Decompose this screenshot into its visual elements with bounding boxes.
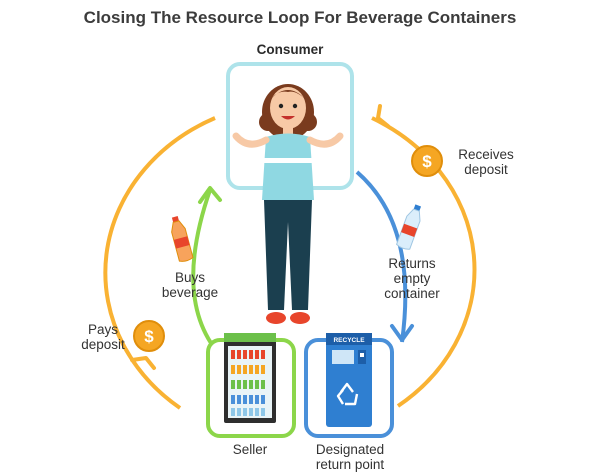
plastic-bottle-icon bbox=[395, 204, 422, 250]
svg-text:$: $ bbox=[422, 152, 432, 171]
reverse-vending-machine: RECYCLE bbox=[326, 333, 372, 427]
buys-beverage-label: Buys beverage bbox=[161, 270, 219, 300]
purchase-flow-arc bbox=[191, 189, 222, 357]
deposit-loop-left-arc bbox=[103, 116, 216, 410]
dollar-coin-icon: $ bbox=[133, 320, 165, 352]
return-flow-arrow bbox=[390, 324, 414, 342]
page-title: Closing The Resource Loop For Beverage C… bbox=[83, 8, 517, 27]
returns-empty-container-label: Returns empty container bbox=[384, 256, 440, 301]
recycle-icon bbox=[336, 382, 359, 406]
beverage-fridge-icon bbox=[224, 333, 276, 423]
purchase-flow-arrow bbox=[198, 186, 222, 204]
seller-label: Seller bbox=[232, 442, 268, 457]
consumer-figure bbox=[232, 84, 344, 324]
machine-label: RECYCLE bbox=[333, 337, 365, 344]
deposit-loop-left-arrow bbox=[130, 356, 156, 370]
dollar-coin-icon: $ bbox=[411, 145, 443, 177]
svg-text:$: $ bbox=[144, 327, 154, 346]
deposit-loop-right-arrow bbox=[376, 104, 390, 128]
receives-deposit-label: Receives deposit bbox=[458, 147, 514, 177]
pays-deposit-label: Pays deposit bbox=[81, 322, 125, 352]
consumer-label: Consumer bbox=[256, 42, 324, 57]
return-point-label: Designated return point bbox=[315, 442, 385, 472]
plastic-bottle-icon bbox=[171, 216, 194, 262]
